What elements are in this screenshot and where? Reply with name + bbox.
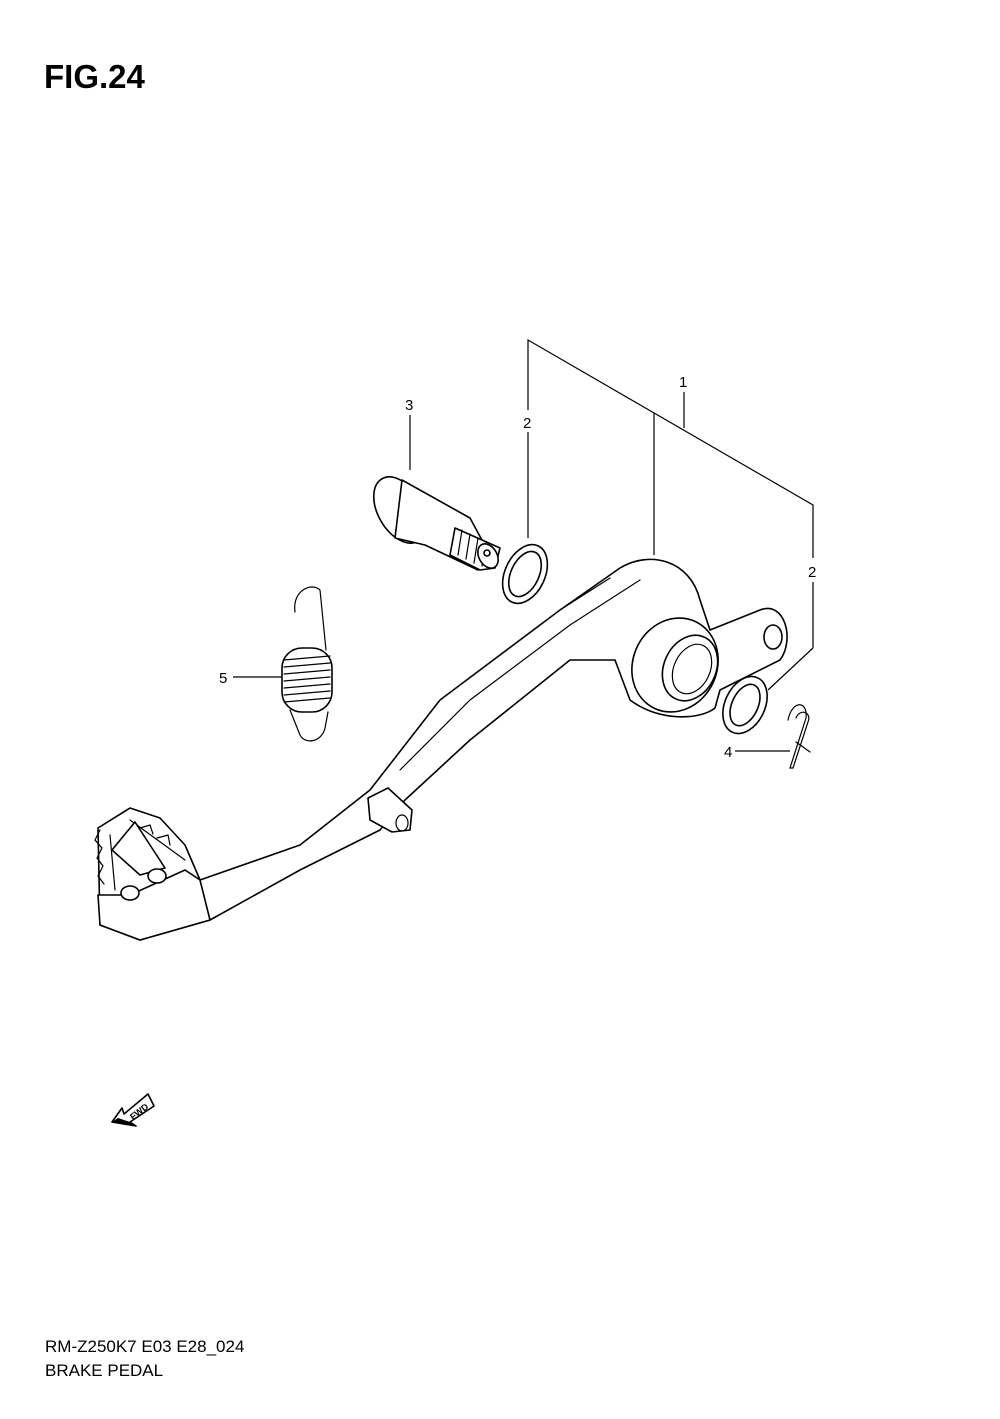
- return-spring: [281, 586, 333, 742]
- callout-2-washer-b: 2: [808, 564, 816, 581]
- callout-1: 1: [679, 374, 687, 391]
- pivot-bolt: [372, 476, 501, 571]
- callout-5: 5: [219, 670, 227, 687]
- washer-upper: [501, 543, 549, 605]
- figure-caption: BRAKE PEDAL: [45, 1361, 164, 1380]
- callout-4: 4: [724, 744, 732, 761]
- callout-2-washer-a: 2: [523, 415, 531, 432]
- washer-lower: [722, 675, 768, 735]
- callout-3: 3: [405, 397, 413, 414]
- forward-direction-arrow-icon: FWD: [111, 1093, 155, 1127]
- brake-pedal-arm: [94, 558, 788, 941]
- model-code: RM-Z250K7 E03 E28_024: [45, 1337, 245, 1356]
- clip-pin: [787, 704, 811, 769]
- figure-footer: RM-Z250K7 E03 E28_024 BRAKE PEDAL: [45, 1335, 244, 1383]
- figure-title: FIG.24: [44, 58, 145, 95]
- leader-lines: [233, 338, 814, 752]
